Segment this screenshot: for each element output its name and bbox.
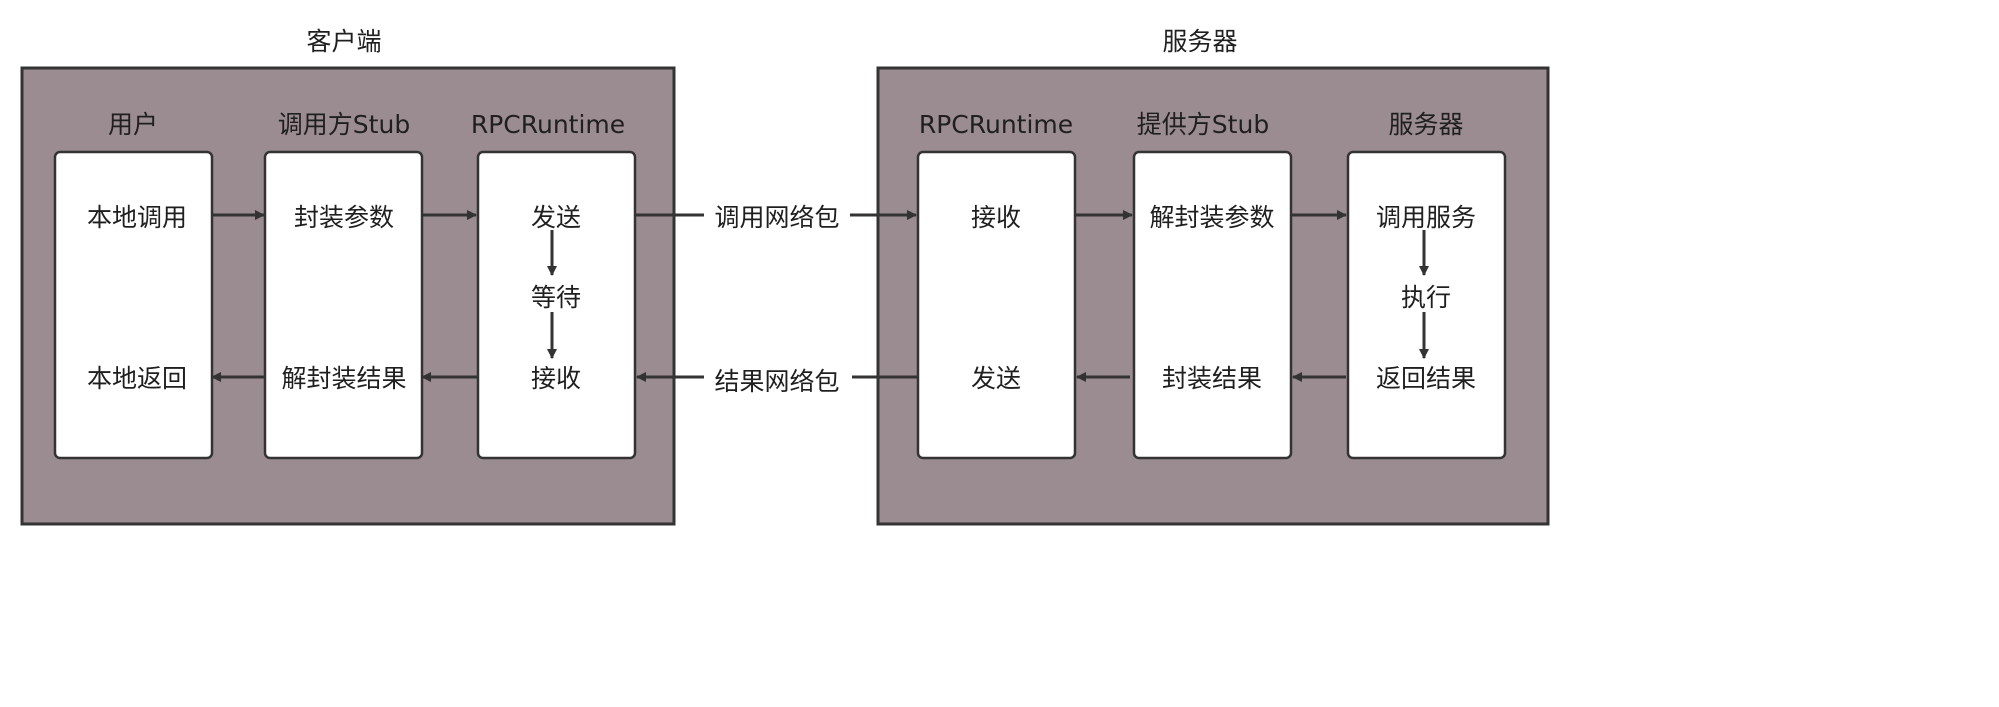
server-stub-lane — [1132, 150, 1293, 460]
return-result-label: 返回结果 — [1376, 364, 1476, 393]
unpack-result-label: 解封装结果 — [281, 364, 406, 393]
client-wait-label: 等待 — [531, 283, 581, 312]
pack-result-label: 封装结果 — [1162, 364, 1262, 393]
server-stub-lane-title: 提供方Stub — [1137, 110, 1269, 139]
client-user-lane — [53, 150, 214, 460]
server-receive-label: 接收 — [971, 203, 1021, 232]
client-receive-label: 接收 — [531, 364, 581, 393]
client-runtime-lane-title: RPCRuntime — [471, 110, 625, 139]
execute-label: 执行 — [1401, 283, 1451, 312]
local-call-label: 本地调用 — [87, 203, 187, 232]
result-packet-label: 结果网络包 — [714, 367, 839, 396]
server-send-label: 发送 — [971, 364, 1021, 393]
call-packet-label: 调用网络包 — [714, 203, 839, 232]
client-runtime-lane — [476, 150, 637, 460]
invoke-service-label: 调用服务 — [1376, 203, 1476, 232]
unpack-params-label: 解封装参数 — [1149, 203, 1274, 232]
local-return-label: 本地返回 — [87, 364, 187, 393]
rpc-flow-diagram: 客户端 服务器 用户 调用方Stub RPCRuntime RPCRuntime… — [20, 27, 1550, 526]
server-panel-title: 服务器 — [1162, 27, 1237, 56]
client-send-label: 发送 — [531, 203, 581, 232]
pack-params-label: 封装参数 — [294, 203, 394, 232]
client-stub-lane — [263, 150, 424, 460]
server-service-lane — [1346, 150, 1507, 460]
client-panel-title: 客户端 — [306, 27, 381, 56]
server-runtime-lane — [916, 150, 1077, 460]
client-user-lane-title: 用户 — [108, 110, 158, 139]
client-stub-lane-title: 调用方Stub — [278, 110, 410, 139]
server-service-lane-title: 服务器 — [1388, 110, 1463, 139]
server-runtime-lane-title: RPCRuntime — [919, 110, 1073, 139]
